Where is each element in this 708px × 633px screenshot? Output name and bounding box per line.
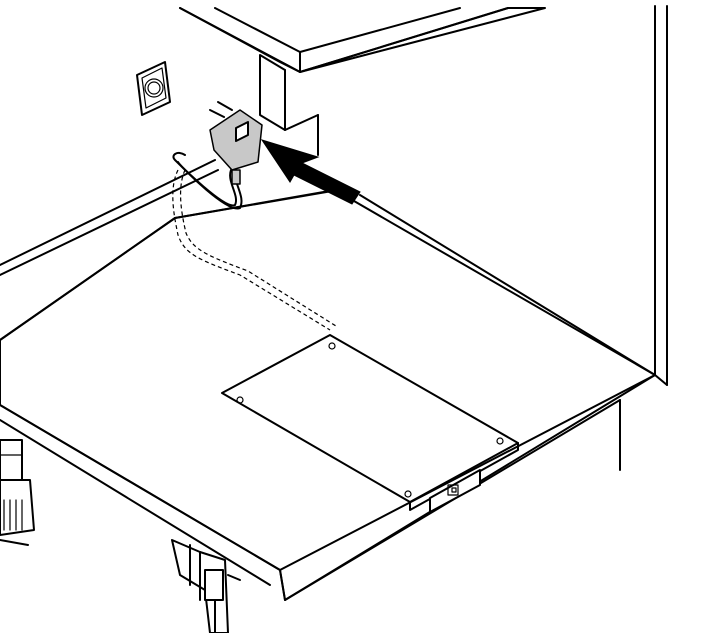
front-leg <box>171 539 241 633</box>
screw-hole <box>404 490 412 498</box>
height-adjustable-feet <box>0 439 35 546</box>
screw-hole <box>236 396 244 404</box>
insert-arrow <box>260 139 361 205</box>
power-adapter <box>172 101 263 210</box>
screw-hole <box>328 342 336 350</box>
hidden-cable-route <box>172 169 337 331</box>
side-wall <box>619 5 668 471</box>
plug-pin <box>209 109 225 118</box>
upper-cabinet <box>179 7 546 156</box>
plug-pin <box>217 101 233 111</box>
screw-hole <box>496 437 504 445</box>
wall-outlet-icon <box>136 61 171 116</box>
connector-socket <box>429 469 481 513</box>
